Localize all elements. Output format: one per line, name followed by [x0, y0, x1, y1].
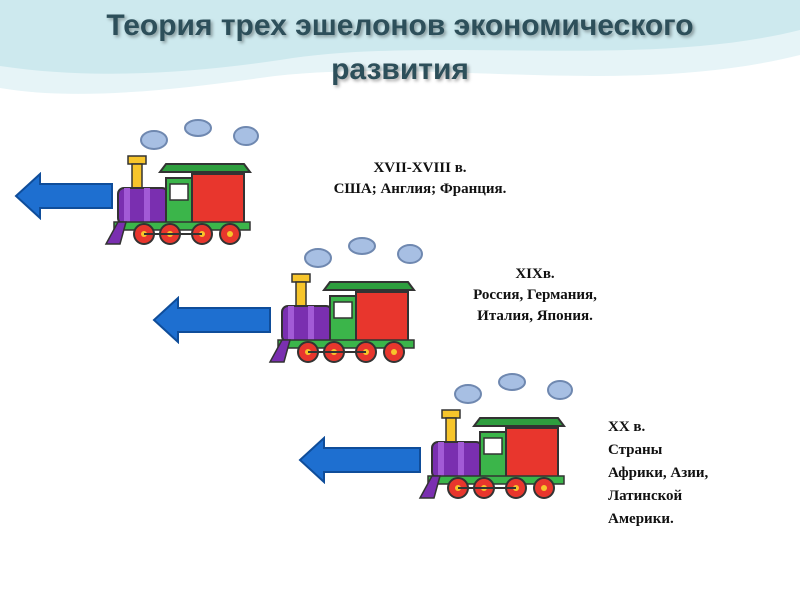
echelon-1-caption: XVII-XVIII в. США; Англия; Франция. — [280, 158, 560, 200]
echelon-3-countries-line-2: Африки, Азии, — [608, 465, 709, 481]
echelon-3-countries-line-1: Страны — [608, 442, 663, 458]
echelon-2-period: XIXв. — [515, 266, 555, 282]
left-arrow-icon — [14, 172, 113, 220]
echelon-1-countries: США; Англия; Франция. — [333, 181, 507, 197]
left-arrow-icon — [298, 436, 421, 484]
echelon-3-period: XX в. — [608, 419, 646, 435]
train-icon — [104, 119, 259, 245]
echelon-2-countries-line-2: Италия, Япония. — [477, 308, 593, 324]
echelon-3-countries-line-4: Америки. — [608, 511, 674, 527]
slide-title: Теория трех эшелонов экономического разв… — [20, 4, 780, 92]
echelon-3-countries-line-3: Латинской — [608, 488, 683, 504]
echelon-2-countries-line-1: Россия, Германия, — [473, 287, 597, 303]
echelon-1-period: XVII-XVIII в. — [373, 160, 467, 176]
title-line-2: развития — [331, 53, 469, 86]
title-line-1: Теория трех эшелонов экономического — [106, 9, 694, 42]
decorative-wave — [0, 0, 800, 94]
train-icon — [418, 373, 573, 499]
echelon-2-caption: XIXв. Россия, Германия, Италия, Япония. — [430, 264, 640, 327]
echelon-3-caption: XX в. Страны Африки, Азии, Латинской Аме… — [608, 416, 788, 531]
train-icon — [268, 237, 423, 363]
left-arrow-icon — [152, 296, 271, 344]
